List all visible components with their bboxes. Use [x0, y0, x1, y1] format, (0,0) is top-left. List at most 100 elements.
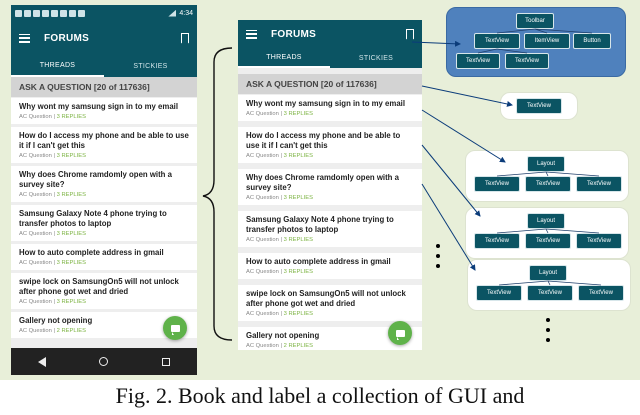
thread-item[interactable]: Samsung Galaxy Note 4 phone trying to tr… [11, 205, 197, 241]
thread-replies: 3 REPLIES [283, 237, 313, 243]
notification-icon [33, 9, 40, 17]
hamburger-menu-icon[interactable] [246, 29, 257, 39]
tab-stickies[interactable]: STICKIES [358, 54, 394, 62]
thread-type: AC Question [246, 311, 279, 317]
thread-type: AC Question [246, 237, 279, 243]
tab-threads[interactable]: THREADS [11, 55, 104, 77]
thread-meta: AC Question | 3 REPLIES [19, 153, 86, 159]
thread-replies: 3 REPLIES [56, 231, 86, 237]
bookmark-icon[interactable] [181, 32, 189, 44]
recents-icon[interactable] [162, 357, 171, 366]
thread-meta: AC Question | 3 REPLIES [19, 231, 86, 237]
thread-title: Samsung Galaxy Note 4 phone trying to tr… [19, 209, 167, 228]
thread-title: How do I access my phone and be able to … [246, 131, 401, 150]
node-textview: TextView [505, 53, 549, 69]
thread-replies: 3 REPLIES [283, 311, 313, 317]
node-textview: TextView [578, 285, 624, 301]
node-layout: Layout [527, 213, 565, 229]
thread-item[interactable]: Why does Chrome ramdomly open with a sur… [238, 169, 422, 205]
thread-title: How to auto complete address in gmail [246, 257, 391, 266]
thread-item[interactable]: How do I access my phone and be able to … [238, 127, 422, 163]
app-bar: FORUMS [11, 21, 197, 55]
figure-caption: Fig. 2. Book and label a collection of G… [115, 383, 525, 408]
thread-item[interactable]: Gallery not opening AC Question | 2 REPLI… [238, 327, 422, 350]
thread-type: AC Question [246, 153, 279, 159]
thread-title: swipe lock on SamsungOn5 will not unlock… [19, 277, 179, 296]
annotated-screenshot: FORUMS THREADS STICKIES ASK A QUESTION [… [238, 20, 422, 350]
thread-meta: AC Question | 3 REPLIES [246, 311, 313, 317]
thread-replies: 3 REPLIES [56, 260, 86, 266]
ask-question-header[interactable]: ASK A QUESTION [20 of 117636] [238, 74, 422, 94]
thread-type: AC Question [19, 114, 52, 120]
back-icon[interactable] [37, 356, 46, 367]
thread-type: AC Question [19, 260, 52, 266]
chat-icon [170, 324, 180, 335]
thread-replies: 3 REPLIES [283, 111, 313, 117]
thread-item[interactable]: How do I access my phone and be able to … [11, 127, 197, 163]
thread-type: AC Question [246, 269, 279, 275]
home-icon[interactable] [99, 357, 109, 366]
node-textview: TextView [474, 33, 520, 49]
node-itemview: ItemView [524, 33, 570, 49]
chat-icon [395, 329, 405, 340]
compose-fab[interactable] [163, 316, 187, 340]
tab-threads[interactable]: THREADS [238, 48, 330, 68]
node-button: Button [573, 33, 611, 49]
thread-item[interactable]: How to auto complete address in gmail AC … [238, 253, 422, 279]
thread-item[interactable]: Why does Chrome ramdomly open with a sur… [11, 166, 197, 202]
notification-icon [69, 9, 76, 17]
thread-meta: AC Question | 2 REPLIES [19, 328, 86, 334]
thread-title: Gallery not opening [19, 316, 93, 325]
signal-icon [168, 9, 177, 17]
app-title: FORUMS [44, 32, 90, 44]
notification-icons [15, 9, 85, 17]
thread-meta: AC Question | 3 REPLIES [19, 299, 86, 305]
thread-title: How to auto complete address in gmail [19, 248, 164, 257]
hamburger-menu-icon[interactable] [19, 33, 30, 43]
ask-question-header[interactable]: ASK A QUESTION [20 of 117636] [11, 77, 197, 97]
notification-icon [51, 9, 58, 17]
thread-title: Gallery not opening [246, 331, 320, 340]
thread-item[interactable]: swipe lock on SamsungOn5 will not unlock… [11, 273, 197, 309]
thread-meta: AC Question | 3 REPLIES [246, 237, 313, 243]
thread-meta: AC Question | 3 REPLIES [19, 260, 86, 266]
app-title: FORUMS [271, 28, 317, 40]
ellipsis-dots [436, 244, 440, 274]
thread-meta: AC Question | 3 REPLIES [19, 192, 86, 198]
thread-meta: AC Question | 2 REPLIES [246, 343, 313, 349]
node-textview: TextView [576, 176, 622, 192]
thread-type: AC Question [19, 153, 52, 159]
thread-meta: AC Question | 3 REPLIES [246, 153, 313, 159]
thread-replies: 3 REPLIES [56, 192, 86, 198]
thread-type: AC Question [246, 195, 279, 201]
node-layout: Layout [529, 265, 567, 281]
status-time: 4:34 [179, 9, 193, 17]
node-textview: TextView [516, 98, 562, 114]
thread-type: AC Question [246, 343, 279, 349]
thread-title: swipe lock on SamsungOn5 will not unlock… [246, 289, 406, 308]
bookmark-icon[interactable] [406, 28, 414, 40]
thread-type: AC Question [19, 299, 52, 305]
thread-replies: 3 REPLIES [283, 269, 313, 275]
thread-item[interactable]: How to auto complete address in gmail AC … [11, 244, 197, 270]
thread-type: AC Question [246, 111, 279, 117]
thread-type: AC Question [19, 231, 52, 237]
thread-item[interactable]: swipe lock on SamsungOn5 will not unlock… [238, 285, 422, 321]
node-textview: TextView [476, 285, 522, 301]
node-textview: TextView [456, 53, 500, 69]
thread-type: AC Question [19, 192, 52, 198]
thread-title: How do I access my phone and be able to … [19, 131, 189, 150]
compose-fab[interactable] [388, 321, 412, 345]
notification-icon [42, 9, 49, 17]
tab-stickies[interactable]: STICKIES [133, 62, 168, 70]
status-bar: 4:34 [11, 5, 197, 21]
notification-icon [60, 9, 67, 17]
thread-item[interactable]: Samsung Galaxy Note 4 phone trying to tr… [238, 211, 422, 247]
app-bar: FORUMS [238, 20, 422, 48]
thread-meta: AC Question | 3 REPLIES [246, 111, 313, 117]
thread-meta: AC Question | 3 REPLIES [246, 195, 313, 201]
thread-meta: AC Question | 3 REPLIES [19, 114, 86, 120]
